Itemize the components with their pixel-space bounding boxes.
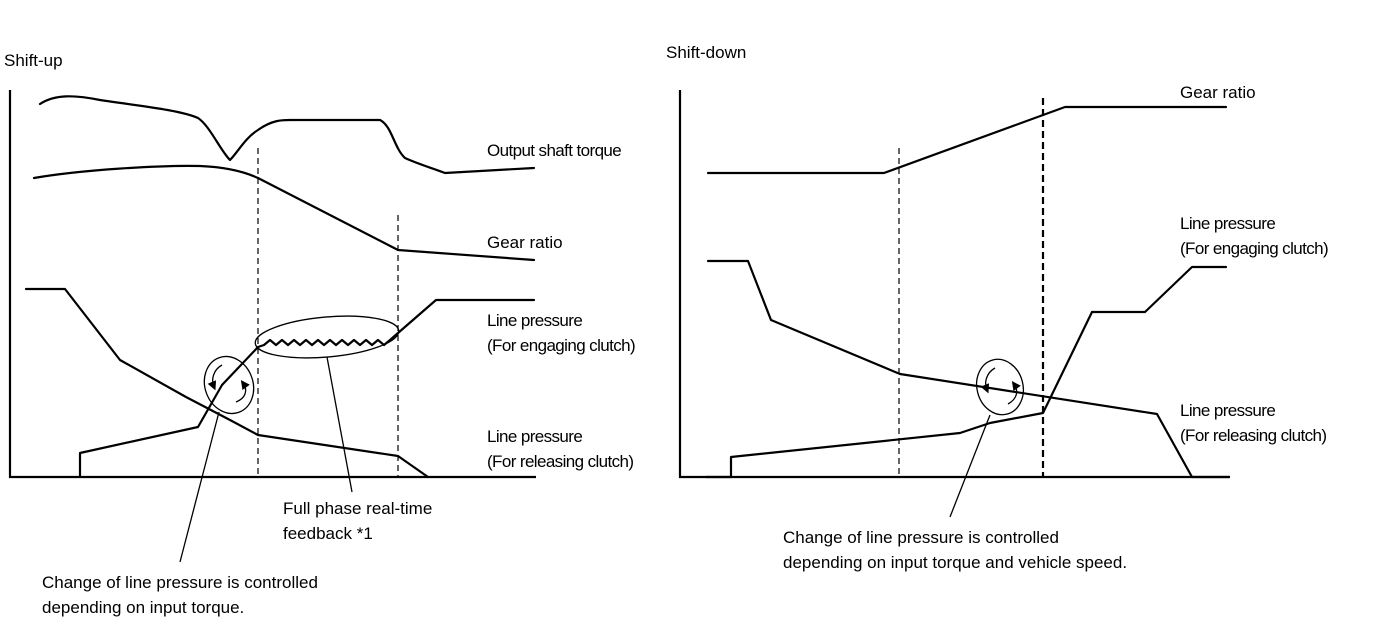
shift-down-line-pressure-releasing-sublabel: (For releasing clutch) [1180, 426, 1326, 445]
shift-up-output-shaft-torque-curve [38, 95, 536, 175]
shift-up-control-annotation-line-2: depending on input torque. [42, 598, 244, 617]
shift-up-feedback-annotation-line-1: Full phase real-time [283, 499, 432, 518]
shift-down-control-leader [949, 414, 991, 518]
shift-down-title: Shift-down [666, 43, 746, 62]
shift-down-gear-ratio-curve [706, 105, 1228, 175]
shift-down-line-pressure-engaging-label: Line pressure [1180, 214, 1275, 233]
shift-up-feedback-leader [326, 356, 353, 493]
shift-up-line-pressure-engaging-label: Line pressure [487, 311, 582, 330]
shift-up-gear-ratio-curve [32, 164, 536, 262]
shift-down-arrow-up-icon [980, 367, 996, 394]
shift-up-line-pressure-engaging-sublabel: (For engaging clutch) [487, 336, 635, 355]
shift-down-axes [678, 90, 1230, 479]
shift-up-feedback-annotation-line-2: feedback *1 [283, 524, 373, 543]
shift-up-panel: Shift-up Output shaft torque Gear ratio … [4, 51, 636, 617]
shift-up-line-pressure-releasing-curve [24, 287, 430, 479]
shift-up-title: Shift-up [4, 51, 63, 70]
shift-down-line-pressure-releasing-label: Line pressure [1180, 401, 1275, 420]
shift-up-arrow-down-icon [235, 380, 250, 403]
shift-up-output-shaft-torque-label: Output shaft torque [487, 141, 621, 160]
shift-down-control-annotation-line-1: Change of line pressure is controlled [783, 528, 1059, 547]
shift-down-control-ellipse [975, 358, 1025, 416]
shift-up-feedback-ellipse [254, 315, 400, 359]
shift-up-control-annotation-line-1: Change of line pressure is controlled [42, 573, 318, 592]
shift-up-control-ellipse [203, 355, 255, 415]
shift-down-line-pressure-releasing-curve [706, 259, 1231, 479]
shift-up-gear-ratio-label: Gear ratio [487, 233, 563, 252]
shift-up-arrow-up-icon [207, 364, 223, 391]
shift-down-panel: Shift-down Gear ratio Line pressure (For… [666, 43, 1329, 572]
shift-down-line-pressure-engaging-curve [704, 265, 1228, 479]
shift-up-axes [8, 90, 536, 479]
shift-down-control-annotation-line-2: depending on input torque and vehicle sp… [783, 553, 1127, 572]
shift-down-gear-ratio-label: Gear ratio [1180, 83, 1256, 102]
shift-up-control-leader [179, 411, 220, 563]
shift-down-line-pressure-engaging-sublabel: (For engaging clutch) [1180, 239, 1328, 258]
shift-up-line-pressure-releasing-label: Line pressure [487, 427, 582, 446]
shift-up-line-pressure-releasing-sublabel: (For releasing clutch) [487, 452, 633, 471]
shift-up-line-pressure-engaging-curve [78, 298, 536, 479]
shift-down-arrow-down-icon [1007, 381, 1021, 405]
